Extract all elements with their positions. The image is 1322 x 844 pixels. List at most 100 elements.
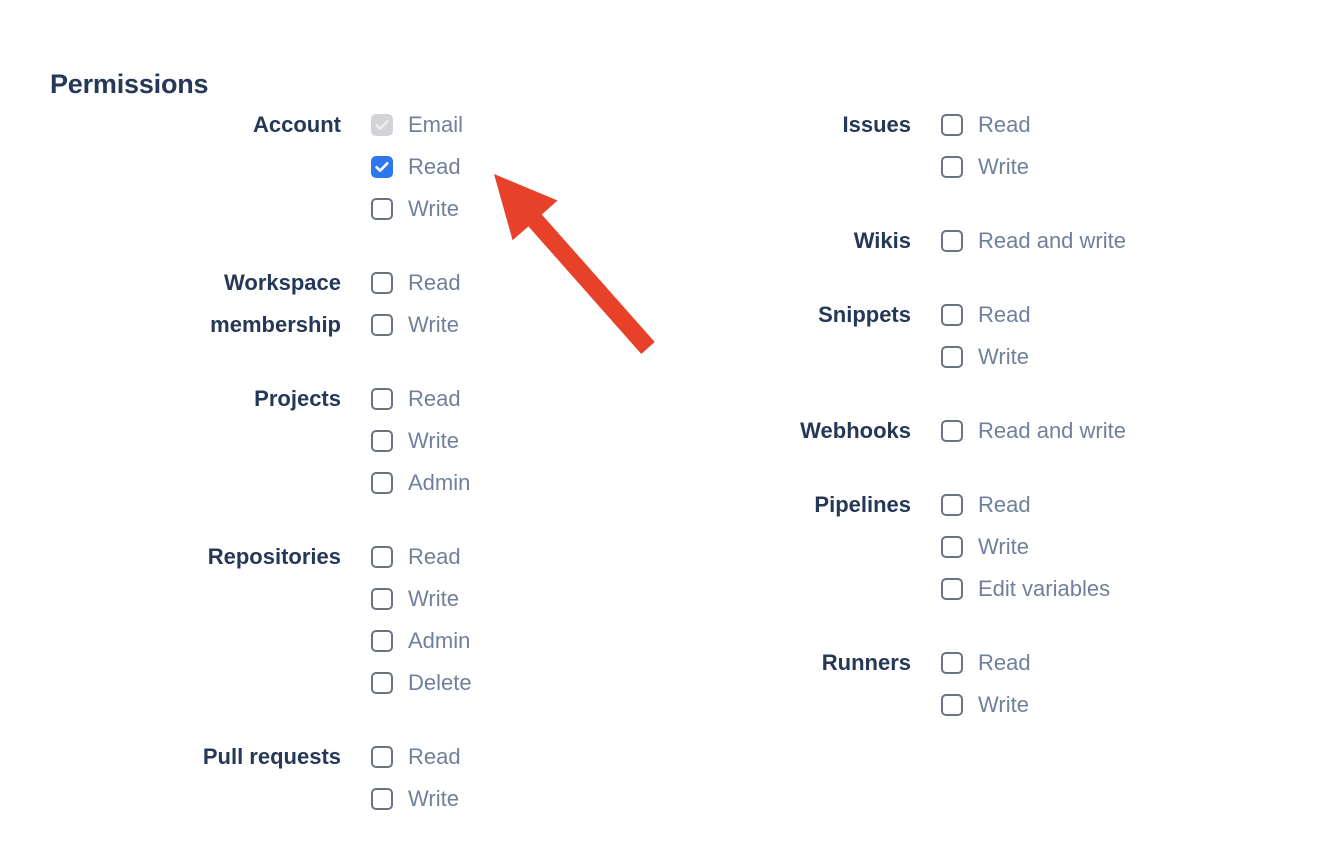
permission-option-pipelines-read: Read <box>941 484 1110 526</box>
checkbox-workspace-membership-read[interactable] <box>371 272 393 294</box>
permission-group-label-webhooks: Webhooks <box>800 418 911 443</box>
permission-option-repositories-admin: Admin <box>371 620 472 662</box>
permission-option-repositories-delete: Delete <box>371 662 472 704</box>
permission-option-workspace-membership-write: Write <box>371 304 461 346</box>
permission-option-account-read: Read <box>371 146 463 188</box>
checkbox-label-issues-read[interactable]: Read <box>978 112 1031 137</box>
permission-option-runners-write: Write <box>941 684 1031 726</box>
checkbox-pipelines-edit-variables[interactable] <box>941 578 963 600</box>
checkbox-label-projects-read[interactable]: Read <box>408 386 461 411</box>
checkbox-label-account-read[interactable]: Read <box>408 154 461 179</box>
checkbox-issues-read[interactable] <box>941 114 963 136</box>
permission-group-wikis: Wikis Read and write <box>700 220 1322 262</box>
checkbox-label-snippets-write[interactable]: Write <box>978 344 1029 369</box>
checkbox-label-account-write[interactable]: Write <box>408 196 459 221</box>
permission-option-repositories-read: Read <box>371 536 472 578</box>
permission-option-snippets-write: Write <box>941 336 1031 378</box>
checkbox-repositories-delete[interactable] <box>371 672 393 694</box>
permission-option-projects-write: Write <box>371 420 470 462</box>
checkbox-label-repositories-write[interactable]: Write <box>408 586 459 611</box>
checkbox-label-pull-requests-write[interactable]: Write <box>408 786 459 811</box>
permission-group-label-pull-requests: Pull requests <box>202 744 341 769</box>
checkbox-label-workspace-membership-read[interactable]: Read <box>408 270 461 295</box>
checkbox-wikis-read-and-write[interactable] <box>941 230 963 252</box>
checkbox-account-write[interactable] <box>371 198 393 220</box>
permission-group-label-repositories: Repositories <box>207 544 341 569</box>
permission-option-repositories-write: Write <box>371 578 472 620</box>
permission-option-account-write: Write <box>371 188 463 230</box>
checkbox-label-runners-read[interactable]: Read <box>978 650 1031 675</box>
checkbox-pipelines-read[interactable] <box>941 494 963 516</box>
permission-option-projects-admin: Admin <box>371 462 470 504</box>
checkbox-account-email <box>371 114 393 136</box>
checkbox-label-snippets-read[interactable]: Read <box>978 302 1031 327</box>
permission-options-wikis: Read and write <box>911 220 1126 262</box>
checkbox-label-account-email: Email <box>408 112 464 137</box>
checkbox-label-pipelines-edit-variables[interactable]: Edit variables <box>978 576 1111 601</box>
checkbox-label-repositories-delete[interactable]: Delete <box>408 670 472 695</box>
permission-option-issues-write: Write <box>941 146 1031 188</box>
checkbox-label-wikis-read-and-write[interactable]: Read and write <box>978 228 1126 253</box>
checkbox-projects-admin[interactable] <box>371 472 393 494</box>
checkbox-snippets-write[interactable] <box>941 346 963 368</box>
checkbox-pipelines-write[interactable] <box>941 536 963 558</box>
permission-option-runners-read: Read <box>941 642 1031 684</box>
checkbox-label-projects-admin[interactable]: Admin <box>408 470 471 495</box>
permission-option-workspace-membership-read: Read <box>371 262 461 304</box>
permission-group-label-workspace-membership: Workspace membership <box>210 270 341 337</box>
checkbox-label-repositories-admin[interactable]: Admin <box>408 628 471 653</box>
permission-option-wikis-read-and-write: Read and write <box>941 220 1126 262</box>
checkbox-projects-write[interactable] <box>371 430 393 452</box>
permission-group-webhooks: Webhooks Read and write <box>700 410 1322 452</box>
permission-group-label-account: Account <box>253 112 341 137</box>
checkbox-label-workspace-membership-write[interactable]: Write <box>408 312 459 337</box>
checkbox-label-pull-requests-read[interactable]: Read <box>408 744 461 769</box>
permission-option-issues-read: Read <box>941 104 1031 146</box>
checkbox-label-pipelines-write[interactable]: Write <box>978 534 1029 559</box>
checkbox-runners-write[interactable] <box>941 694 963 716</box>
permission-group-label-projects: Projects <box>254 386 341 411</box>
permission-option-projects-read: Read <box>371 378 470 420</box>
checkbox-repositories-admin[interactable] <box>371 630 393 652</box>
checkbox-repositories-write[interactable] <box>371 588 393 610</box>
permission-option-pipelines-write: Write <box>941 526 1110 568</box>
checkbox-workspace-membership-write[interactable] <box>371 314 393 336</box>
checkbox-pull-requests-write[interactable] <box>371 788 393 810</box>
checkbox-issues-write[interactable] <box>941 156 963 178</box>
checkbox-label-pipelines-read[interactable]: Read <box>978 492 1031 517</box>
checkbox-webhooks-read-and-write[interactable] <box>941 420 963 442</box>
checkbox-runners-read[interactable] <box>941 652 963 674</box>
permission-option-pull-requests-write: Write <box>371 778 461 820</box>
checkbox-account-read[interactable] <box>371 156 393 178</box>
checkbox-label-runners-write[interactable]: Write <box>978 692 1029 717</box>
checkbox-label-issues-write[interactable]: Write <box>978 154 1029 179</box>
checkbox-pull-requests-read[interactable] <box>371 746 393 768</box>
permission-group-label-snippets: Snippets <box>818 302 911 327</box>
page-title: Permissions <box>50 69 209 100</box>
checkbox-snippets-read[interactable] <box>941 304 963 326</box>
checkbox-label-repositories-read[interactable]: Read <box>408 544 461 569</box>
permission-option-account-email: Email <box>371 104 463 146</box>
checkbox-label-webhooks-read-and-write[interactable]: Read and write <box>978 418 1126 443</box>
checkbox-label-projects-write[interactable]: Write <box>408 428 459 453</box>
checkbox-repositories-read[interactable] <box>371 546 393 568</box>
permission-group-label-wikis: Wikis <box>853 228 911 253</box>
checkbox-projects-read[interactable] <box>371 388 393 410</box>
permission-option-snippets-read: Read <box>941 294 1031 336</box>
permission-group-label-issues: Issues <box>842 112 912 137</box>
